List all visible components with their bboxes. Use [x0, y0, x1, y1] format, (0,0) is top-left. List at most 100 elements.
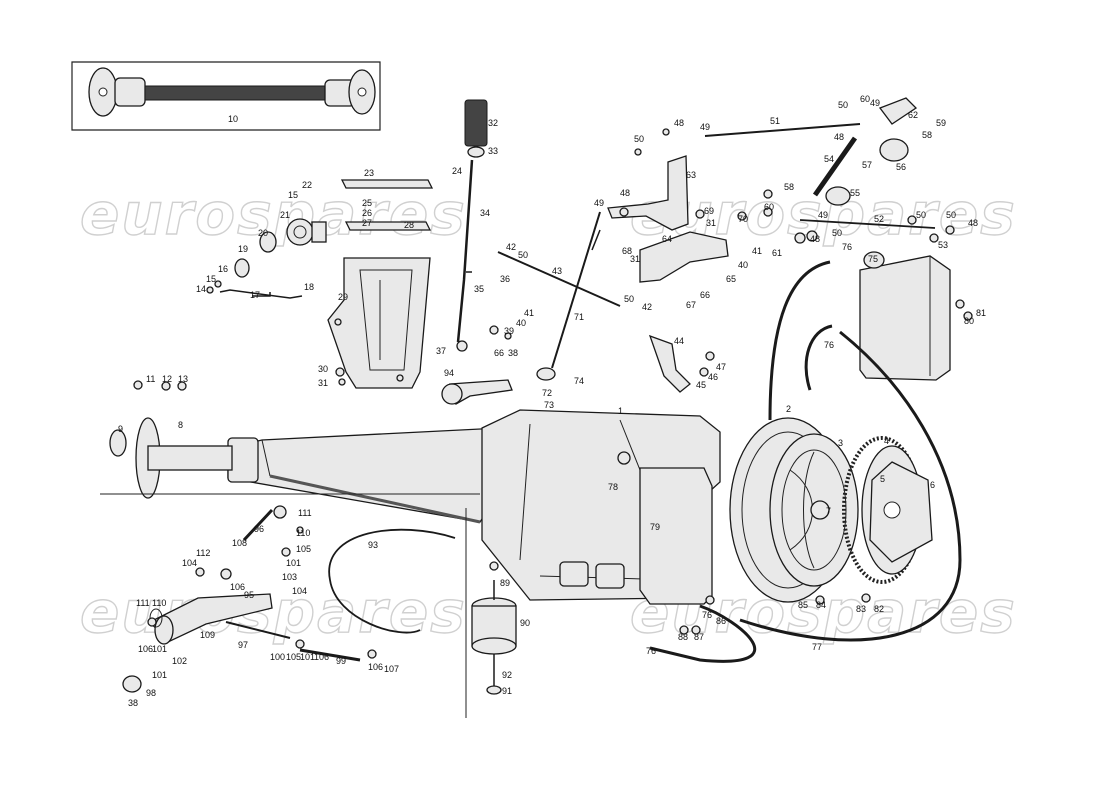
callout-28: 28	[404, 220, 414, 230]
callout-67: 67	[686, 300, 696, 310]
callout-55: 55	[850, 188, 860, 198]
callout-49c: 49	[870, 98, 880, 108]
callout-66: 66	[494, 348, 504, 358]
callout-49a: 49	[594, 198, 604, 208]
callout-15b: 15	[288, 190, 298, 200]
callout-9: 9	[118, 424, 123, 434]
callout-101a: 101	[286, 558, 301, 568]
propshaft-inset	[71, 61, 381, 131]
transmission-case	[109, 409, 933, 605]
callout-57: 57	[862, 160, 872, 170]
callout-13: 13	[178, 374, 188, 384]
watermark: eurospares	[79, 577, 467, 646]
callout-108: 108	[232, 538, 247, 548]
callout-109: 109	[200, 630, 215, 640]
linkage-rods	[497, 123, 936, 381]
callout-42: 42	[506, 242, 516, 252]
callout-80: 80	[964, 316, 974, 326]
callout-31c: 31	[706, 218, 716, 228]
cooler-weight-90	[471, 580, 517, 695]
callout-76c: 76	[702, 610, 712, 620]
callout-102: 102	[172, 656, 187, 666]
callout-84: 84	[816, 600, 826, 610]
callout-10: 10	[228, 114, 238, 124]
callout-56: 56	[896, 162, 906, 172]
callout-50f: 50	[946, 210, 956, 220]
callout-32: 32	[488, 118, 498, 128]
callout-25: 25	[362, 198, 372, 208]
callout-41b: 41	[752, 246, 762, 256]
callout-106d: 106	[368, 662, 383, 672]
callout-37: 37	[436, 346, 446, 356]
speedometer-drive	[122, 508, 456, 693]
callout-86: 86	[716, 616, 726, 626]
callout-100: 100	[270, 652, 285, 662]
callout-87: 87	[694, 632, 704, 642]
callout-7: 7	[826, 506, 831, 516]
callout-58a: 58	[922, 130, 932, 140]
selector-switch-parts	[219, 218, 327, 299]
callout-17: 17	[250, 290, 260, 300]
callout-45: 45	[696, 380, 706, 390]
callout-103: 103	[282, 572, 297, 582]
callout-3: 3	[838, 438, 843, 448]
callout-68: 68	[622, 246, 632, 256]
callout-88: 88	[678, 632, 688, 642]
callout-61: 61	[772, 248, 782, 258]
callout-19: 19	[238, 244, 248, 254]
fasteners	[133, 128, 973, 659]
callout-112: 112	[196, 548, 210, 558]
callout-33: 33	[488, 146, 498, 156]
callout-60b: 60	[764, 202, 774, 212]
callout-12: 12	[162, 374, 172, 384]
callout-111b: 111	[136, 598, 150, 608]
callout-24: 24	[452, 166, 462, 176]
callout-40b: 40	[738, 260, 748, 270]
callout-106a: 106	[230, 582, 245, 592]
callout-63: 63	[686, 170, 696, 180]
callout-93: 93	[368, 540, 378, 550]
callout-101c: 101	[152, 670, 167, 680]
callout-65: 65	[726, 274, 736, 284]
callout-51: 51	[770, 116, 780, 126]
callout-101b: 101	[152, 644, 167, 654]
callout-21: 21	[280, 210, 290, 220]
callout-50: 50	[518, 250, 528, 260]
callout-98: 98	[146, 688, 156, 698]
callout-39: 39	[504, 326, 514, 336]
callout-54: 54	[824, 154, 834, 164]
callout-4: 4	[884, 436, 889, 446]
callout-104a: 104	[182, 558, 197, 568]
callout-104b: 104	[292, 586, 307, 596]
callout-101d: 101	[300, 652, 315, 662]
callout-70: 70	[738, 214, 748, 224]
callout-50e: 50	[916, 210, 926, 220]
callout-58b: 58	[784, 182, 794, 192]
callout-73: 73	[544, 400, 554, 410]
callout-50d: 50	[838, 100, 848, 110]
callout-41: 41	[524, 308, 534, 318]
callout-35: 35	[474, 284, 484, 294]
callout-48a: 48	[620, 188, 630, 198]
callout-111a: 111	[298, 508, 312, 518]
section-dividers	[100, 493, 480, 718]
callout-27: 27	[362, 218, 372, 228]
callout-71: 71	[574, 312, 584, 322]
callout-2: 2	[786, 404, 791, 414]
callout-82: 82	[874, 604, 884, 614]
callout-74: 74	[574, 376, 584, 386]
callout-31: 31	[318, 378, 328, 388]
selector-bracket-assembly	[327, 179, 434, 389]
callout-18: 18	[304, 282, 314, 292]
part-number-callouts: 10 1 2 3 4 5 6 7 8 9 11 12 13 14 15 16 1…	[118, 94, 986, 708]
callout-90: 90	[520, 618, 530, 628]
oil-cooler	[649, 251, 962, 663]
callout-48c: 48	[834, 132, 844, 142]
callout-48d: 48	[968, 218, 978, 228]
callout-30: 30	[318, 364, 328, 374]
callout-66b: 66	[700, 290, 710, 300]
callout-83: 83	[856, 604, 866, 614]
callout-96: 96	[254, 524, 264, 534]
